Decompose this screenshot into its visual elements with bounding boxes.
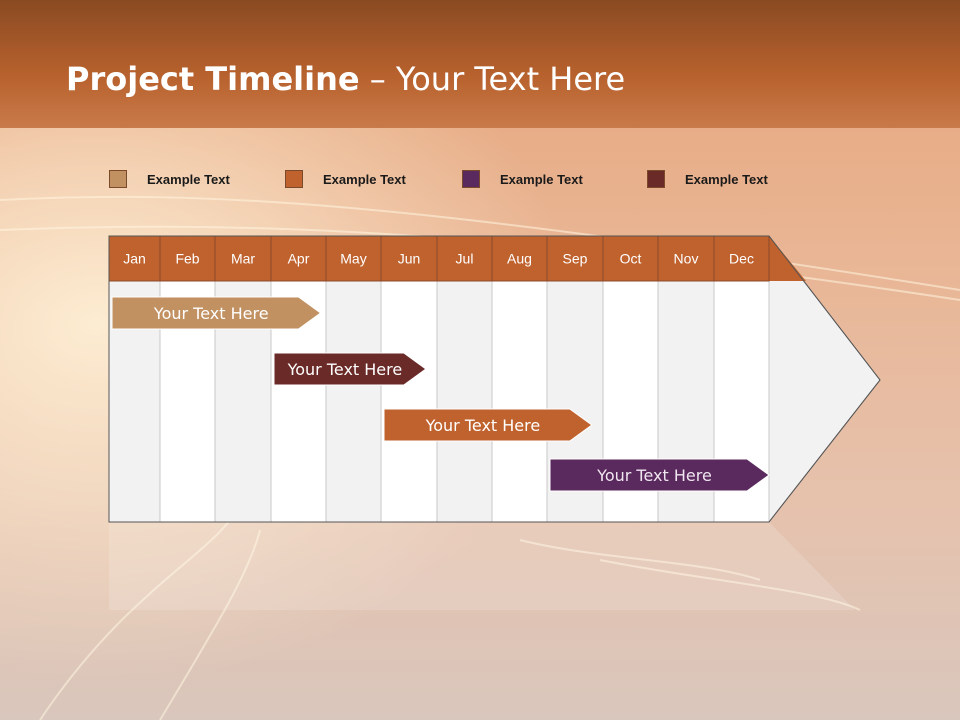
month-header-cell [602, 235, 659, 282]
legend-label: Example Text [147, 172, 230, 187]
legend-swatch [647, 170, 665, 188]
legend-swatch [462, 170, 480, 188]
task-bar [383, 408, 593, 442]
month-label: Feb [175, 251, 199, 267]
month-label: Mar [231, 251, 255, 267]
month-label: Apr [288, 251, 310, 267]
task-label: Your Text Here [287, 360, 403, 379]
month-column [325, 280, 382, 523]
task-label: Your Text Here [425, 416, 541, 435]
month-header-cell [491, 235, 548, 282]
month-header-cell [657, 235, 715, 282]
timeline-arrow-outline [108, 235, 881, 523]
month-label: Jun [398, 251, 421, 267]
legend-label: Example Text [500, 172, 583, 187]
month-column [380, 280, 438, 523]
month-label: Jul [456, 251, 474, 267]
month-header-cell [214, 235, 272, 282]
slide-title: Project Timeline – Your Text Here [66, 60, 625, 98]
task-label: Your Text Here [153, 304, 269, 323]
month-label: Dec [729, 251, 754, 267]
task-bar [273, 352, 427, 386]
month-column [436, 280, 493, 523]
month-header-cell [270, 235, 327, 282]
title-bold: Project Timeline [66, 60, 360, 98]
month-label: Sep [563, 251, 588, 267]
month-label: May [340, 251, 366, 267]
task-bar [549, 458, 770, 492]
month-label: Aug [507, 251, 532, 267]
timeline-reflection [109, 522, 855, 610]
task-bar [111, 296, 322, 330]
month-header-cell [159, 235, 216, 282]
legend-swatch [285, 170, 303, 188]
title-rest: – Your Text Here [359, 60, 626, 98]
month-header-cell [436, 235, 493, 282]
month-header-cell [713, 235, 770, 282]
month-label: Oct [620, 251, 642, 267]
month-header-cell [546, 235, 604, 282]
month-label: Nov [674, 251, 699, 267]
month-column [491, 280, 548, 523]
month-label: Jan [123, 251, 146, 267]
legend-label: Example Text [685, 172, 768, 187]
legend-swatch [109, 170, 127, 188]
month-header-cell [380, 235, 438, 282]
legend-label: Example Text [323, 172, 406, 187]
task-label: Your Text Here [596, 466, 712, 485]
month-header-cell [325, 235, 382, 282]
month-header-cell [108, 235, 161, 282]
